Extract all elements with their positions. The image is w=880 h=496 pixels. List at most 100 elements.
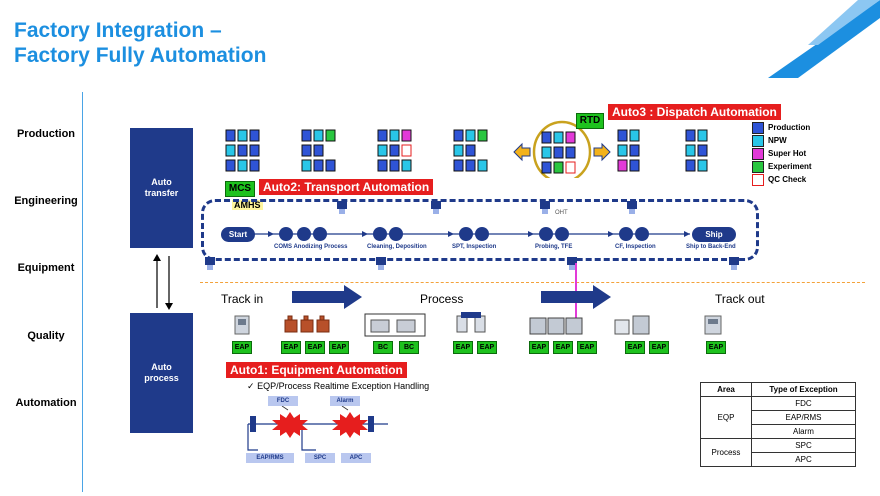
auto-process-label: Auto process xyxy=(144,362,179,383)
legend-swatch xyxy=(752,134,764,147)
process-label: Process xyxy=(420,292,464,306)
eap-tag: EAP xyxy=(281,341,301,354)
page-title: Factory Integration – Factory Fully Auto… xyxy=(14,18,266,68)
lot-cluster-2 xyxy=(301,129,336,172)
lot-cluster-1 xyxy=(225,129,260,172)
eap-tag: EAP xyxy=(529,341,549,354)
table-cell: APC xyxy=(750,452,857,467)
flow-step-label: Ship to Back-End xyxy=(686,244,736,250)
section-separator xyxy=(200,282,865,283)
lot-type-legend: Production NPW Super Hot Experiment QC C… xyxy=(752,121,812,186)
legend-label: Super Hot xyxy=(768,149,807,158)
lot-cluster-3 xyxy=(377,129,412,172)
eap-group-1: EAP xyxy=(232,341,252,354)
corner-decoration xyxy=(768,0,880,78)
eap-tag: EAP xyxy=(706,341,726,354)
legend-label: Experiment xyxy=(768,162,812,171)
transport-loop xyxy=(201,199,759,261)
legend-swatch xyxy=(752,173,764,186)
tool-icon-7 xyxy=(704,315,722,335)
eap-group-2: EAP EAP EAP xyxy=(281,341,349,354)
bc-tag: BC xyxy=(399,341,419,354)
legend-item-experiment: Experiment xyxy=(752,160,812,173)
legend-item-super-hot: Super Hot xyxy=(752,147,812,160)
table-row: EQP FDC xyxy=(700,396,857,439)
auto-transfer-label: Auto transfer xyxy=(144,177,179,198)
track-in-arrow-icon xyxy=(292,285,362,309)
eap-tag: EAP xyxy=(625,341,645,354)
eap-tag: EAP xyxy=(477,341,497,354)
eap-group-7: EAP xyxy=(706,341,726,354)
auto-process-box: Auto process xyxy=(130,313,193,433)
legend-item-qc-check: QC Check xyxy=(752,173,812,186)
spc-box: SPC xyxy=(305,453,335,463)
legend-label: Production xyxy=(768,123,811,132)
table-header-area: Area xyxy=(700,382,752,397)
oht-label: OHT xyxy=(555,210,568,216)
table-area-cell: Process xyxy=(700,438,752,467)
row-label-automation: Automation xyxy=(15,397,77,409)
alarm-box: Alarm xyxy=(330,396,360,406)
row-label-quality: Quality xyxy=(27,330,65,342)
lot-cluster-4 xyxy=(453,129,488,172)
apc-box: APC xyxy=(341,453,371,463)
flow-step-label: Cleaning, Deposition xyxy=(367,244,427,250)
table-row: Process SPC xyxy=(700,438,857,467)
check-icon: ✓ xyxy=(247,381,255,391)
bc-tag: BC xyxy=(373,341,393,354)
legend-label: QC Check xyxy=(768,175,807,184)
fdc-box: FDC xyxy=(268,396,298,406)
automation-bullet: ✓ EQP/Process Realtime Exception Handlin… xyxy=(247,381,429,392)
auto2-banner: Auto2: Transport Automation xyxy=(259,179,434,195)
row-label-equipment: Equipment xyxy=(17,262,75,274)
eap-group-5: EAP EAP EAP xyxy=(529,341,597,354)
legend-item-npw: NPW xyxy=(752,134,812,147)
table-header-type: Type of Exception xyxy=(750,382,857,397)
equipment-icons xyxy=(234,312,722,337)
tool-icon-6 xyxy=(614,315,650,335)
mcs-tag: MCS xyxy=(225,181,255,197)
eap-tag: EAP xyxy=(649,341,669,354)
title-line-1: Factory Integration – xyxy=(14,19,222,42)
amhs-tag: AMHS xyxy=(232,200,263,210)
auto3-banner: Auto3 : Dispatch Automation xyxy=(608,104,781,120)
flow-start-node: Start xyxy=(221,227,255,242)
legend-swatch xyxy=(752,121,764,134)
tool-icon-2 xyxy=(284,315,330,333)
oht-vehicles xyxy=(205,201,739,270)
flow-step-label: CF, Inspection xyxy=(615,244,656,250)
process-arrow-icon xyxy=(541,285,611,309)
lot-cluster-5 xyxy=(541,131,576,174)
table-cell: EAP/RMS xyxy=(750,410,857,425)
title-line-2: Factory Fully Automation xyxy=(14,44,267,67)
row-label-engineering: Engineering xyxy=(14,195,78,207)
eap-tag: EAP xyxy=(453,341,473,354)
transfer-process-arrows xyxy=(153,254,173,310)
table-area-cell: EQP xyxy=(700,396,752,439)
lot-cluster-7 xyxy=(685,129,708,172)
production-lot-clusters xyxy=(225,120,708,178)
tool-icon-4 xyxy=(456,312,486,333)
process-flow-line xyxy=(250,227,690,241)
flow-step-label: COMS Anodizing Process xyxy=(274,244,348,250)
tool-icon-3 xyxy=(364,313,426,337)
track-in-label: Track in xyxy=(221,292,264,306)
table-header-row: Area Type of Exception xyxy=(700,382,857,397)
bc-group: BC BC xyxy=(373,341,419,354)
rtd-tag: RTD xyxy=(576,113,604,129)
tool-icon-5 xyxy=(529,317,583,335)
table-cell: FDC xyxy=(750,396,857,411)
table-cell: SPC xyxy=(750,438,857,453)
tool-icon-1 xyxy=(234,315,250,335)
exception-table: Area Type of Exception EQP FDC EAP/RMS A… xyxy=(700,382,857,467)
eap-group-6: EAP EAP xyxy=(625,341,669,354)
legend-item-production: Production xyxy=(752,121,812,134)
lot-cluster-6 xyxy=(617,129,640,172)
eap-group-4: EAP EAP xyxy=(453,341,497,354)
legend-swatch xyxy=(752,160,764,173)
automation-bullet-text: EQP/Process Realtime Exception Handling xyxy=(257,381,430,391)
table-row: APC xyxy=(701,452,857,467)
flow-step-label: Probing, TFE xyxy=(535,244,573,250)
eaprms-box: EAP/RMS xyxy=(246,453,294,463)
track-out-label: Track out xyxy=(715,292,765,306)
